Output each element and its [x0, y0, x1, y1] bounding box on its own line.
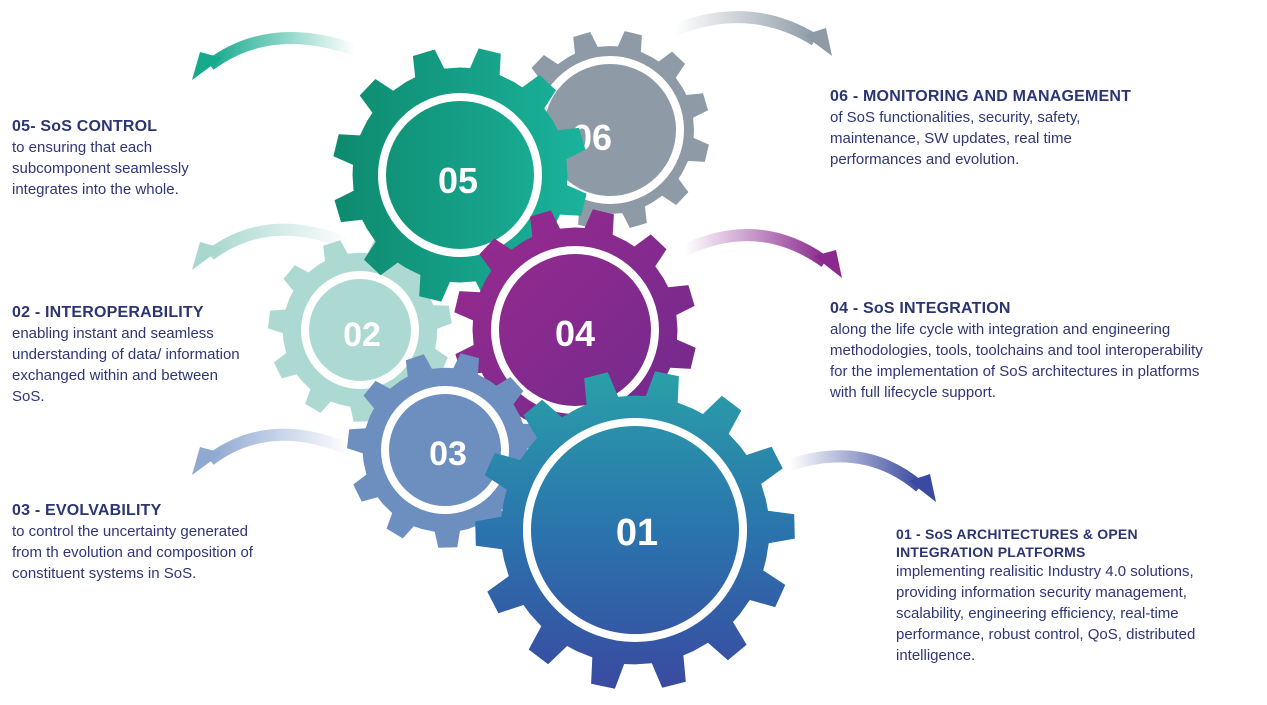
section-01: 01 - SoS ARCHITECTURES & OPEN INTEGRATIO… [896, 525, 1256, 666]
gear-03-body [347, 353, 543, 548]
arrow-02-head [192, 242, 222, 270]
arrows-group [192, 11, 936, 502]
arrow-05-head [192, 52, 222, 80]
section-04-title: 04 - SoS INTEGRATION [830, 300, 1011, 317]
arrow-04-head [814, 250, 842, 278]
section-03-title: 03 - EVOLVABILITY [12, 502, 162, 519]
section-06-body: of SoS functionalities, security, safety… [830, 109, 1081, 168]
gear-01: 01 [475, 371, 795, 689]
arrow-06 [672, 11, 819, 46]
section-06: 06 - MONITORING AND MANAGEMENT of SoS fu… [830, 86, 1210, 170]
gear-02-ring [301, 271, 419, 389]
arrow-01-head [909, 474, 936, 502]
gear-03-label: 03 [429, 435, 467, 473]
arrow-03 [206, 428, 353, 465]
section-04-body: along the life cycle with integration an… [830, 321, 1203, 401]
section-03-body: to control the uncertainty generated fro… [12, 523, 253, 582]
gear-03: 03 [347, 353, 543, 548]
section-02: 02 - INTEROPERABILITY enabling instant a… [12, 302, 252, 407]
gear-04-label: 04 [555, 313, 595, 354]
section-06-title: 06 - MONITORING AND MANAGEMENT [830, 88, 1132, 105]
gear-02: 02 [268, 239, 452, 422]
arrow-01 [788, 450, 924, 492]
gear-05: 05 [333, 48, 587, 302]
section-05-title: 05- SoS CONTROL [12, 118, 158, 135]
section-05: 05- SoS CONTROL to ensuring that each su… [12, 116, 252, 200]
section-04: 04 - SoS INTEGRATION along the life cycl… [830, 298, 1230, 403]
gear-05-body [333, 48, 587, 302]
gear-05-ring [378, 93, 542, 257]
section-01-body: implementing realisitic Industry 4.0 sol… [896, 563, 1196, 664]
gear-03-ring [381, 386, 509, 514]
gear-01-ring [523, 418, 747, 642]
gear-01-body [475, 371, 795, 689]
section-02-body: enabling instant and seamless understand… [12, 325, 240, 405]
section-03: 03 - EVOLVABILITY to control the uncerta… [12, 500, 262, 584]
gear-02-label: 02 [343, 316, 381, 354]
section-02-title: 02 - INTEROPERABILITY [12, 304, 204, 321]
gear-01-label: 01 [616, 512, 658, 554]
arrow-05 [206, 32, 357, 70]
arrow-02 [206, 223, 353, 260]
arrow-06-head [804, 28, 832, 56]
gear-05-label: 05 [438, 160, 478, 201]
section-01-title: 01 - SoS ARCHITECTURES & OPEN INTEGRATIO… [896, 526, 1138, 560]
section-05-body: to ensuring that each subcomponent seaml… [12, 139, 189, 198]
gear-02-body [268, 239, 452, 422]
arrow-04 [682, 229, 829, 267]
arrow-03-head [192, 447, 222, 475]
